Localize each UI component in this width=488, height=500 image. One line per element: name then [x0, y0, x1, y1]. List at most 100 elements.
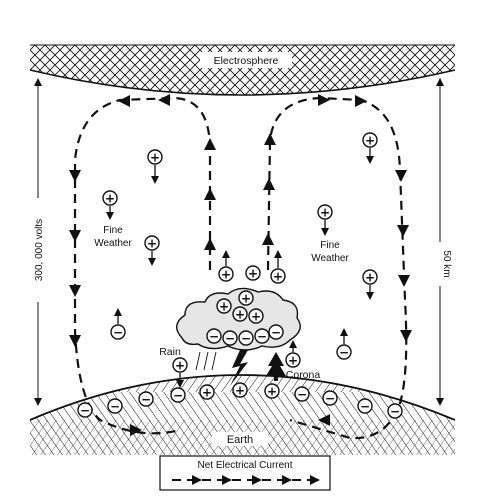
svg-text:−: −: [225, 332, 235, 346]
arrow-down-icon: [69, 335, 81, 347]
positive-ion: +: [102, 190, 118, 220]
positive-ion: +: [245, 265, 261, 281]
rain-label: Rain: [159, 346, 181, 358]
svg-text:−: −: [271, 326, 281, 340]
svg-text:+: +: [235, 308, 245, 322]
svg-text:+: +: [235, 384, 245, 398]
arrow-up-icon: [262, 233, 274, 245]
svg-text:+: +: [150, 151, 160, 165]
arrow-down-icon: [395, 170, 407, 182]
left-loop-arrows: [69, 94, 216, 436]
svg-text:−: −: [297, 388, 307, 402]
arrow-up-icon: [263, 178, 275, 190]
arrow-left-icon: [118, 95, 130, 107]
svg-text:−: −: [173, 389, 183, 403]
arrow-down-icon: [69, 170, 81, 182]
svg-text:+: +: [365, 271, 375, 285]
altitude-scale: 50 km: [433, 78, 452, 406]
svg-text:−: −: [325, 392, 335, 406]
positive-ion: +: [218, 250, 234, 282]
svg-text:−: −: [339, 346, 349, 360]
positive-ion: +: [147, 149, 163, 184]
svg-text:+: +: [147, 237, 157, 251]
positive-ion: +: [362, 269, 378, 300]
positive-ion: +: [270, 250, 286, 284]
svg-text:−: −: [257, 330, 267, 344]
negative-ion: −: [110, 308, 126, 340]
electrosphere-band: Electrosphere: [29, 44, 456, 96]
voltage-label: 300, 000 volts: [34, 219, 45, 281]
arrow-up-icon: [204, 138, 216, 150]
arrow-down-icon: [398, 275, 410, 287]
negative-ion: −: [336, 328, 352, 360]
fine-weather-right: Fine Weather: [311, 240, 349, 264]
svg-text:+: +: [221, 268, 231, 282]
positive-ion: +: [144, 235, 160, 266]
svg-text:+: +: [248, 267, 258, 281]
arrow-down-icon: [397, 225, 409, 237]
arrow-down-icon: [69, 230, 81, 242]
arrow-right-icon: [355, 95, 367, 107]
surface-charges: − − − − + + + − − − −: [77, 382, 403, 419]
arrow-left-icon: [158, 94, 170, 106]
arrow-up-icon: [264, 133, 276, 145]
svg-text:+: +: [105, 192, 115, 206]
arrow-down-icon: [400, 330, 412, 342]
svg-text:−: −: [241, 332, 251, 346]
altitude-label: 50 km: [441, 250, 452, 277]
right-current-loop: [266, 96, 408, 440]
tree-icon: [266, 352, 286, 376]
corona-label: Corona: [286, 369, 321, 381]
lightning-bolt-icon: [230, 350, 248, 386]
positive-ion: +: [317, 204, 333, 236]
svg-text:+: +: [219, 300, 229, 314]
arrow-up-icon: [204, 188, 216, 200]
legend-label: Net Electrical Current: [197, 460, 292, 471]
air-ions: + + + − + +: [102, 132, 378, 360]
voltage-scale: 300, 000 volts: [31, 78, 45, 406]
arrow-right-icon: [222, 475, 232, 485]
arrow-right-icon: [192, 475, 202, 485]
svg-text:+: +: [251, 310, 261, 324]
electrosphere-label: Electrosphere: [214, 55, 279, 67]
rain: Rain +: [159, 346, 217, 388]
svg-text:−: −: [360, 400, 370, 414]
svg-text:+: +: [175, 359, 185, 373]
svg-text:+: +: [241, 292, 251, 306]
svg-text:+: +: [273, 270, 283, 284]
fine-weather-left-line1: Fine: [103, 225, 123, 236]
svg-text:−: −: [80, 404, 90, 418]
fine-weather-right-line1: Fine: [320, 240, 340, 251]
earth-label: Earth: [227, 434, 253, 446]
svg-text:−: −: [390, 405, 400, 419]
svg-text:+: +: [267, 385, 277, 399]
right-loop-arrows: [262, 94, 412, 426]
arrow-right-icon: [130, 424, 142, 436]
thundercloud: + + + + − − − − −: [176, 287, 301, 351]
arrow-down-icon: [69, 285, 81, 297]
cloud-negative-charges: − − − − −: [206, 324, 284, 346]
arrow-up-icon: [204, 238, 216, 250]
svg-text:+: +: [288, 354, 298, 368]
svg-text:+: +: [202, 386, 212, 400]
arrow-left-icon: [318, 414, 330, 426]
arrow-right-icon: [318, 94, 330, 106]
svg-text:−: −: [209, 330, 219, 344]
legend: Net Electrical Current: [159, 455, 331, 491]
svg-text:+: +: [320, 206, 330, 220]
svg-text:−: −: [110, 400, 120, 414]
arrow-right-icon: [252, 475, 262, 485]
positive-ion: +: [362, 132, 378, 164]
fine-weather-left: Fine Weather: [94, 225, 132, 249]
svg-text:−: −: [141, 393, 151, 407]
svg-text:+: +: [365, 134, 375, 148]
svg-text:−: −: [113, 326, 123, 340]
left-current-loop: [73, 96, 212, 435]
cloud-positive-charges: + + + +: [216, 290, 264, 324]
arrow-right-icon: [310, 475, 320, 485]
fine-weather-left-line2: Weather: [94, 238, 132, 249]
arrow-right-icon: [282, 475, 292, 485]
corona: + Corona: [266, 340, 320, 381]
fine-weather-right-line2: Weather: [311, 253, 349, 264]
